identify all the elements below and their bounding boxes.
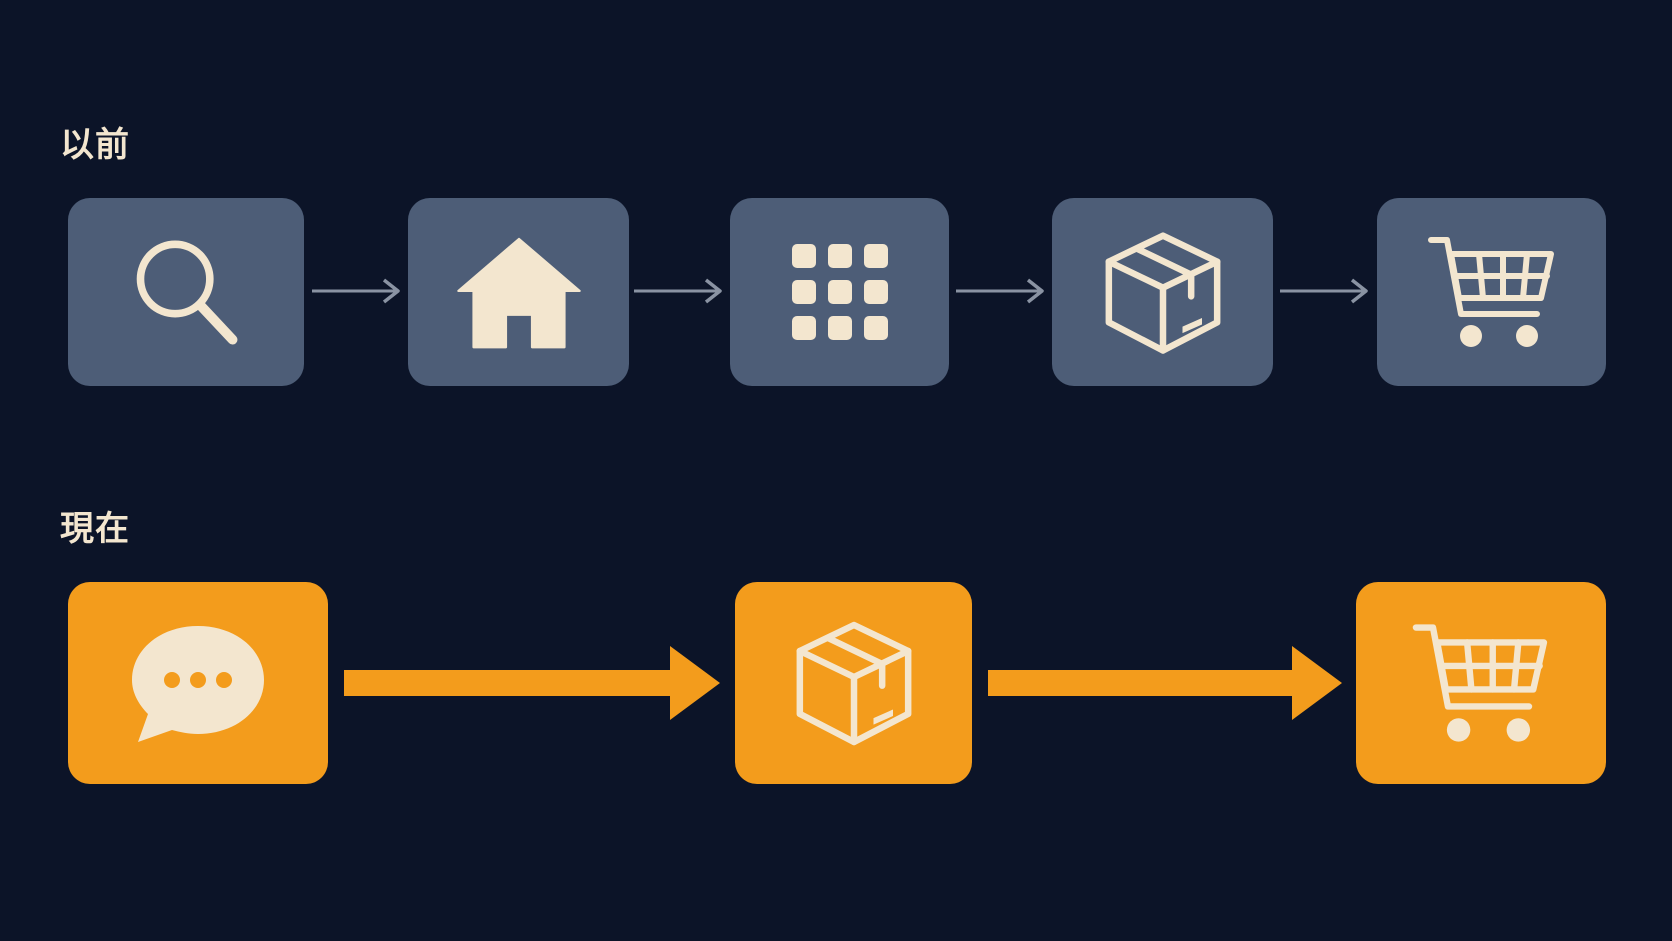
before-step-cart <box>1377 198 1606 386</box>
now-step-cart <box>1356 582 1606 784</box>
before-step-grid <box>730 198 949 386</box>
before-step-package <box>1052 198 1273 386</box>
before-step-search <box>68 198 304 386</box>
now-step-chat <box>68 582 328 784</box>
now-section-label: 現在 <box>60 509 130 549</box>
before-section-label: 以前 <box>60 125 130 165</box>
before-arrow-3 <box>956 276 1046 306</box>
shopping-cart-icon <box>1412 624 1548 742</box>
now-step-package <box>735 582 972 784</box>
before-arrow-1 <box>312 276 402 306</box>
before-arrow-4 <box>1280 276 1370 306</box>
grid-icon <box>791 244 888 340</box>
chat-bubble-icon <box>132 626 264 742</box>
shopping-cart-icon <box>1427 237 1554 347</box>
package-icon <box>796 621 911 745</box>
before-arrow-2 <box>634 276 724 306</box>
now-arrow-1 <box>344 640 722 726</box>
search-icon <box>136 240 238 345</box>
before-step-home <box>408 198 629 386</box>
package-icon <box>1105 232 1220 354</box>
now-arrow-2 <box>988 640 1344 726</box>
home-icon <box>456 237 581 349</box>
